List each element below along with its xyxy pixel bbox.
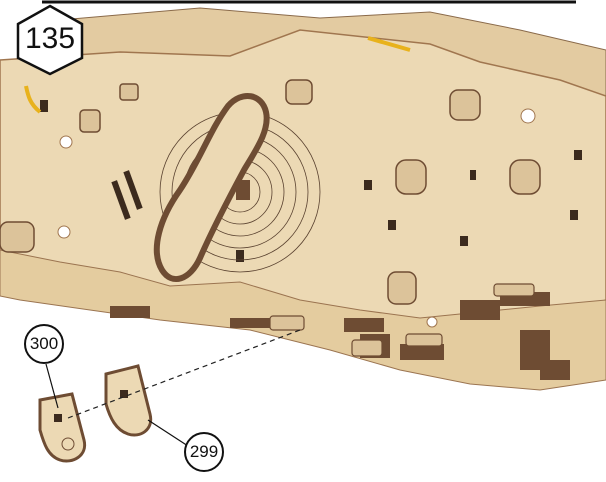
part-callout-299: 299 <box>184 432 224 472</box>
part-callout-300: 300 <box>24 324 64 364</box>
step-number-badge: 135 <box>14 4 86 76</box>
step-number: 135 <box>14 22 86 56</box>
